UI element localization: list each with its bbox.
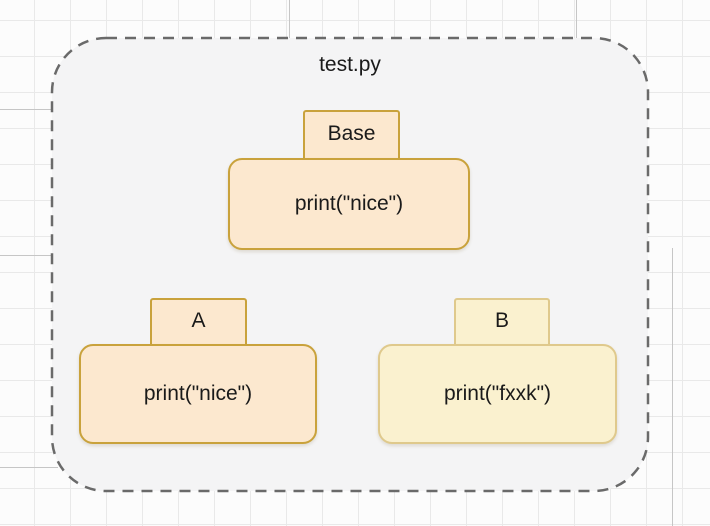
class-code: print("fxxk") bbox=[443, 382, 552, 405]
class-body[interactable]: print("fxxk") bbox=[378, 344, 617, 444]
grid-line bbox=[0, 109, 54, 110]
class-name: A bbox=[191, 308, 206, 332]
class-tab[interactable]: Base bbox=[303, 110, 400, 162]
grid-line bbox=[0, 255, 56, 256]
class-name: B bbox=[494, 308, 509, 332]
file-frame-title: test.py bbox=[319, 53, 381, 76]
grid-line bbox=[576, 0, 577, 40]
class-body[interactable]: print("nice") bbox=[79, 344, 317, 444]
class-node-b[interactable]: B print("fxxk") bbox=[378, 298, 617, 444]
class-node-a[interactable]: A print("nice") bbox=[79, 298, 317, 444]
grid-line bbox=[0, 467, 58, 468]
class-code: print("nice") bbox=[143, 382, 253, 405]
class-tab[interactable]: B bbox=[454, 298, 550, 348]
class-body[interactable]: print("nice") bbox=[228, 158, 470, 250]
class-name: Base bbox=[327, 121, 376, 145]
class-node-base[interactable]: Base print("nice") bbox=[228, 110, 470, 250]
class-tab[interactable]: A bbox=[150, 298, 247, 348]
grid-line bbox=[672, 248, 673, 526]
grid-line bbox=[289, 0, 290, 40]
class-code: print("nice") bbox=[294, 192, 404, 215]
